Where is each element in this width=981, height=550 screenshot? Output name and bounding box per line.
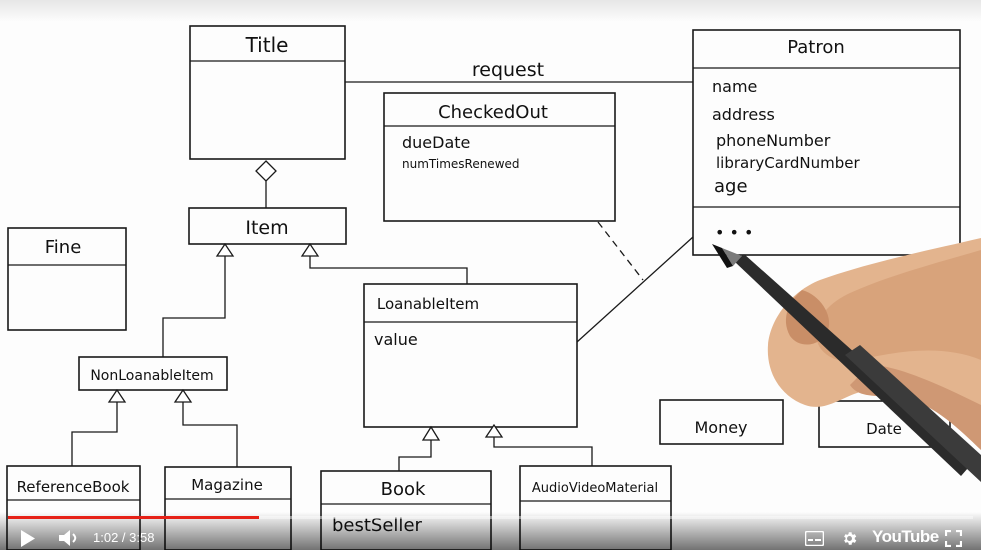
class-money: Money <box>659 399 784 445</box>
class-title-name: Title <box>245 33 289 57</box>
patron-ops: • • • <box>715 223 753 242</box>
class-magazine-name: Magazine <box>191 476 263 494</box>
class-item-name: Item <box>245 217 288 239</box>
progress-bar[interactable] <box>8 516 973 519</box>
settings-icon[interactable] <box>841 530 858 547</box>
patron-attr-address: address <box>712 105 775 124</box>
class-audiovideo-name: AudioVideoMaterial <box>532 481 658 496</box>
association-class-dashed-link <box>597 221 644 281</box>
progress-played <box>8 516 259 519</box>
class-fine-name: Fine <box>45 237 82 258</box>
class-item: Item <box>188 207 347 245</box>
checkedout-attr-renewed: numTimesRenewed <box>402 157 520 171</box>
class-referencebook: ReferenceBook <box>6 465 141 550</box>
patron-loanable-association <box>576 236 694 343</box>
inherit-arrow-loanable-left <box>421 425 441 441</box>
class-magazine: Magazine <box>164 466 292 550</box>
inherit-line-referencebook <box>71 402 118 466</box>
class-loanableitem: LoanableItem value <box>363 283 578 428</box>
class-fine: Fine <box>7 227 127 331</box>
class-date-name: Date <box>866 420 902 438</box>
inherit-arrow-nonloanable-left <box>107 388 127 403</box>
inherit-line-loanable <box>309 256 468 284</box>
subtitles-icon[interactable] <box>805 531 824 546</box>
request-label: request <box>472 59 544 81</box>
class-audiovideomaterial: AudioVideoMaterial <box>519 465 672 550</box>
class-title: Title <box>189 25 346 160</box>
class-loanableitem-name: LoanableItem <box>377 295 479 313</box>
top-shade <box>0 0 981 22</box>
class-money-name: Money <box>694 418 747 437</box>
patron-attr-name: name <box>712 77 757 96</box>
inherit-arrow-item-right <box>300 242 320 257</box>
class-patron: Patron name address phoneNumber libraryC… <box>692 29 961 256</box>
inherit-line-magazine <box>182 402 238 467</box>
inherit-line-book <box>398 440 432 471</box>
class-patron-name: Patron <box>787 37 845 58</box>
checkedout-attr-duedate: dueDate <box>402 133 470 152</box>
aggregation-diamond <box>255 160 277 182</box>
volume-icon[interactable] <box>59 529 81 547</box>
inherit-arrow-nonloanable-right <box>173 388 193 403</box>
inherit-line-audiovideo <box>493 437 593 466</box>
class-book-name: Book <box>381 479 426 500</box>
class-checkedout: CheckedOut dueDate numTimesRenewed <box>383 92 616 222</box>
patron-attr-librarycard: libraryCardNumber <box>716 154 860 172</box>
hand-with-marker <box>712 238 981 482</box>
class-checkedout-name: CheckedOut <box>438 102 548 123</box>
loanableitem-attr-value: value <box>374 330 418 349</box>
play-icon[interactable] <box>20 530 36 547</box>
fullscreen-icon[interactable] <box>945 530 962 547</box>
patron-attr-phone: phoneNumber <box>716 131 831 150</box>
time-display: 1:02 / 3:58 <box>93 530 155 545</box>
youtube-logo[interactable]: YouTube <box>872 527 939 546</box>
class-nonloanableitem-name: NonLoanableItem <box>90 368 213 384</box>
class-referencebook-name: ReferenceBook <box>17 478 130 496</box>
inherit-line-nonloanable <box>162 256 226 357</box>
inherit-arrow-item-left <box>215 242 235 257</box>
patron-attr-age: age <box>714 176 748 197</box>
class-nonloanableitem: NonLoanableItem <box>78 356 228 391</box>
